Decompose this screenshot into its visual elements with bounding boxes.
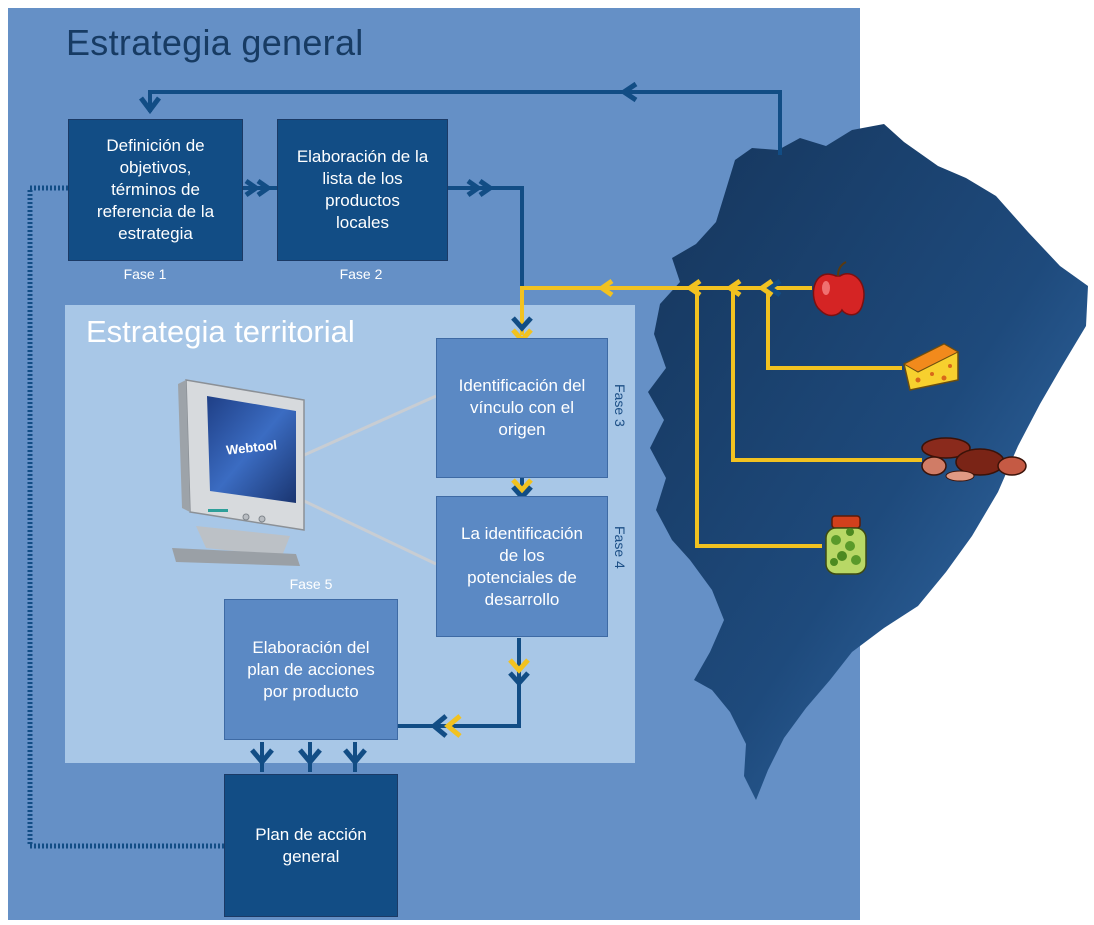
- arrow-f3-f4-yellow: [511, 478, 533, 494]
- phase2-label: Fase 2: [339, 266, 383, 282]
- arrow-loop-left: [619, 81, 638, 103]
- arrow-plan-2: [298, 748, 322, 766]
- arrow-down-blue: [508, 671, 530, 687]
- phase1-box: Definición de objetivos, términos de ref…: [68, 119, 243, 261]
- arrow-yellow-4: [757, 278, 774, 298]
- arrow-down-yellow: [508, 658, 530, 674]
- phase5-box: Elaboración del plan de acciones por pro…: [224, 599, 398, 740]
- arrow-yellow-2: [685, 278, 702, 298]
- cheese-icon: [902, 343, 960, 391]
- sausage-icon: [921, 437, 1027, 482]
- feedback-dotted-line: [27, 185, 224, 849]
- computer-monitor-icon: [172, 379, 305, 566]
- apple-icon: [812, 261, 865, 317]
- phase2-box: Elaboración de la lista de los productos…: [277, 119, 448, 261]
- phase5-label: Fase 5: [289, 576, 333, 592]
- phase3-box: Identificación del vínculo con el origen: [436, 338, 608, 478]
- arrow-f1-f2: [244, 178, 273, 198]
- arrow-f2-out: [466, 178, 495, 198]
- arrow-map-left-1: [765, 278, 782, 298]
- arrow-top-entry: [139, 96, 161, 115]
- general-strategy-title: Estrategia general: [66, 22, 364, 63]
- phase3-label: Fase 3: [612, 384, 628, 427]
- general-action-plan-box: Plan de acción general: [224, 774, 398, 917]
- arrow-yellow-1: [597, 278, 614, 298]
- olive-jar-icon: [825, 515, 867, 575]
- phase4-label: Fase 4: [612, 526, 628, 569]
- phase4-box: La identificación de los potenciales de …: [436, 496, 608, 637]
- arrow-yellow-3: [725, 278, 742, 298]
- arrow-into-f3-blue: [511, 316, 533, 332]
- webtool-connectors: [301, 394, 437, 566]
- arrow-into-f5-yellow: [444, 714, 462, 738]
- arrow-plan-1: [250, 748, 274, 766]
- yellow-connectors: [520, 286, 922, 548]
- arrow-into-f5-blue: [430, 714, 448, 738]
- phase1-label: Fase 1: [123, 266, 167, 282]
- territorial-strategy-title: Estrategia territorial: [86, 314, 355, 349]
- arrow-plan-3: [343, 748, 367, 766]
